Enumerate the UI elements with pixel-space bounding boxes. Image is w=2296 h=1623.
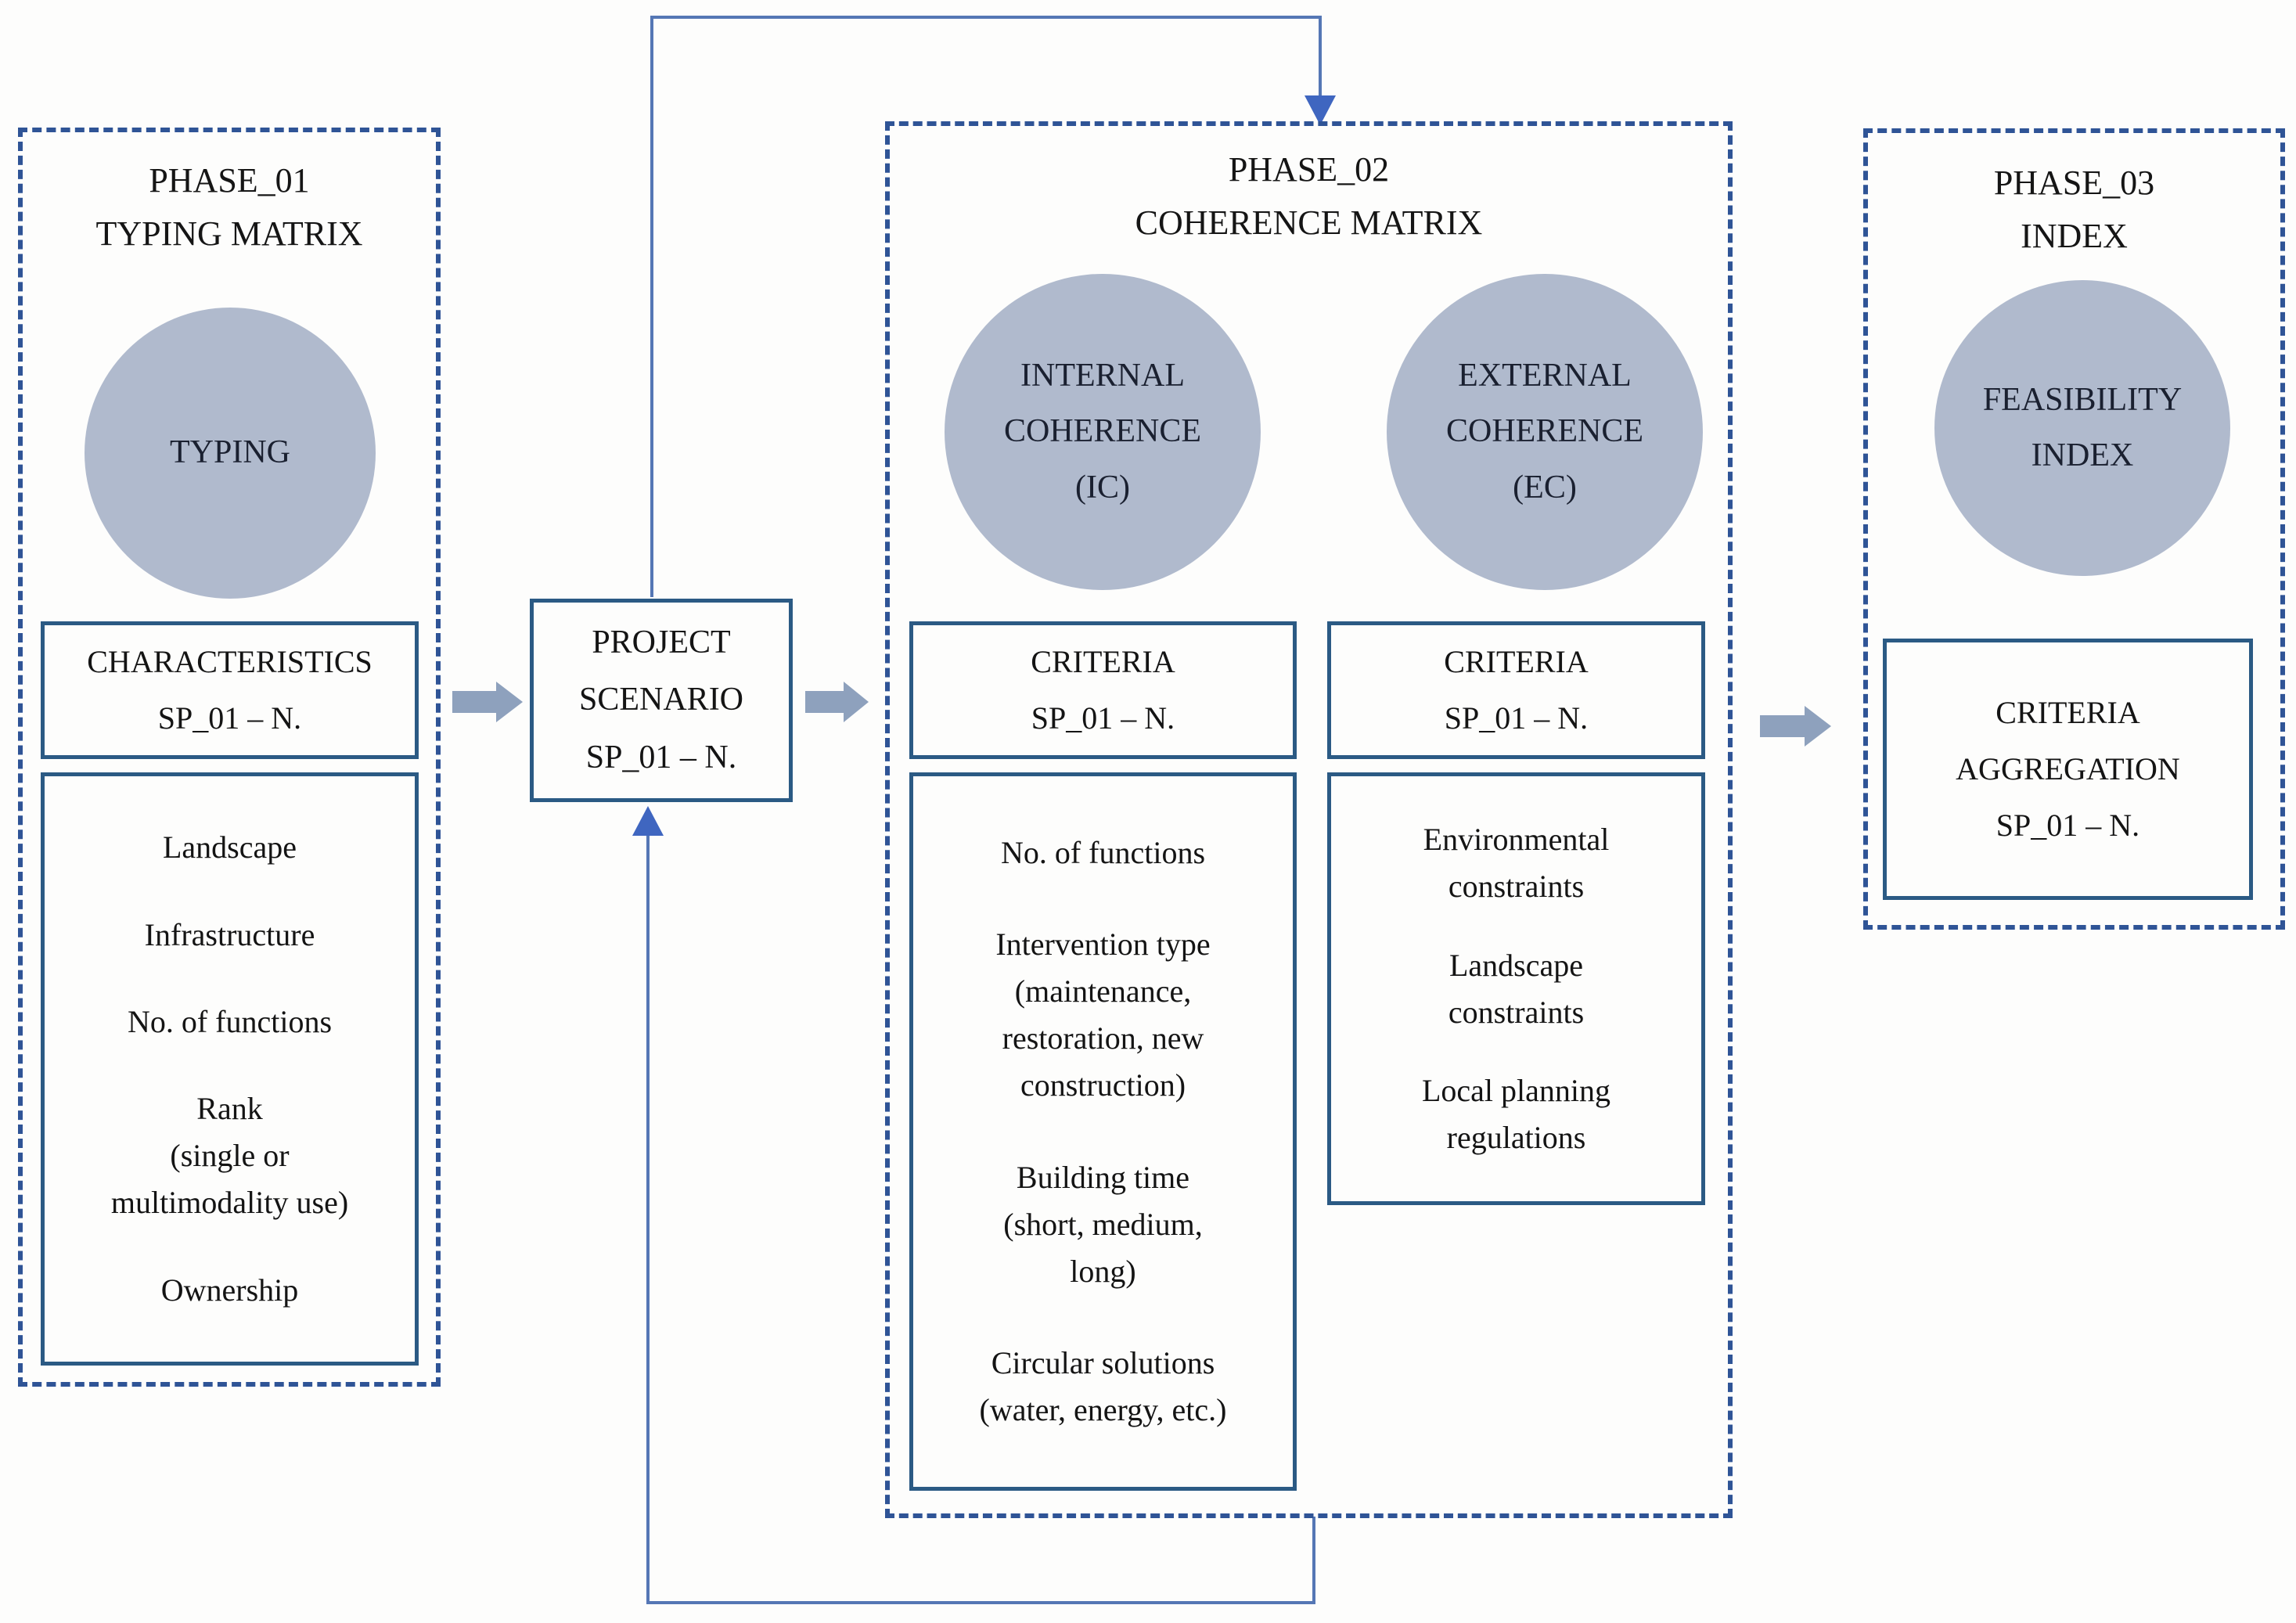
- criteria-aggregation-line2: AGGREGATION: [1956, 751, 2180, 786]
- list-item: Landscape constraints: [1448, 947, 1585, 1030]
- list-item: Ownership: [160, 1272, 299, 1308]
- phase2-title-line1: PHASE_02: [1228, 150, 1390, 189]
- list-item: Environmental constraints: [1423, 821, 1610, 904]
- phase3-panel: PHASE_03 INDEX: [1863, 128, 2285, 930]
- block-arrow-phase1-to-scenario-icon: [452, 682, 523, 722]
- phase3-title: PHASE_03 INDEX: [1868, 157, 2280, 263]
- typing-circle-label: TYPING: [170, 434, 290, 471]
- characteristics-line2: SP_01 – N.: [157, 700, 302, 736]
- phase1-panel: PHASE_01 TYPING MATRIX: [18, 128, 441, 1387]
- feasibility-index-label: FEASIBILITY INDEX: [1982, 381, 2183, 473]
- phase2-title-line2: COHERENCE MATRIX: [1135, 203, 1483, 243]
- characteristics-line1: CHARACTERISTICS: [87, 644, 372, 679]
- phase1-list-box: Landscape Infrastructure No. of function…: [41, 772, 419, 1366]
- ec-criteria-box: CRITERIA SP_01 – N.: [1327, 621, 1705, 759]
- ic-criteria-list-box: No. of functions Intervention type (main…: [909, 772, 1297, 1491]
- ic-criteria-line1: CRITERIA: [1031, 644, 1175, 679]
- ec-criteria-list-box: Environmental constraints Landscape cons…: [1327, 772, 1705, 1205]
- ic-criteria-line2: SP_01 – N.: [1031, 700, 1175, 736]
- phase3-title-line2: INDEX: [2021, 217, 2128, 256]
- phase2-title: PHASE_02 COHERENCE MATRIX: [890, 143, 1728, 250]
- criteria-aggregation-line3: SP_01 – N.: [1996, 808, 2140, 843]
- block-arrow-scenario-to-phase2-icon: [805, 682, 869, 722]
- list-item: No. of functions: [127, 1003, 333, 1039]
- internal-coherence-label: INTERNAL COHERENCE (IC): [1004, 357, 1201, 506]
- list-item: Rank (single or multimodality use): [110, 1091, 349, 1221]
- criteria-aggregation-line1: CRITERIA: [1996, 695, 2140, 730]
- ec-criteria-line1: CRITERIA: [1444, 644, 1589, 679]
- typing-circle: TYPING: [85, 308, 376, 599]
- list-item: Infrastructure: [144, 916, 315, 952]
- list-item: Intervention type (maintenance, restorat…: [995, 927, 1211, 1103]
- list-item: Building time (short, medium, long): [1003, 1159, 1203, 1289]
- project-scenario-box: PROJECT SCENARIO SP_01 – N.: [530, 599, 793, 802]
- phase1-title: PHASE_01 TYPING MATRIX: [23, 154, 436, 261]
- ic-criteria-box: CRITERIA SP_01 – N.: [909, 621, 1297, 759]
- characteristics-box: CHARACTERISTICS SP_01 – N.: [41, 621, 419, 759]
- ec-criteria-line2: SP_01 – N.: [1444, 700, 1589, 736]
- phase2-panel: PHASE_02 COHERENCE MATRIX: [885, 121, 1733, 1518]
- list-item: Circular solutions (water, energy, etc.): [979, 1345, 1227, 1428]
- criteria-aggregation-box: CRITERIA AGGREGATION SP_01 – N.: [1883, 639, 2253, 900]
- block-arrow-phase2-to-phase3-icon: [1760, 706, 1831, 747]
- phase3-title-line1: PHASE_03: [1993, 164, 2155, 202]
- feasibility-index-circle: FEASIBILITY INDEX: [1934, 280, 2230, 576]
- list-item: Landscape: [162, 829, 297, 865]
- external-coherence-circle: EXTERNAL COHERENCE (EC): [1387, 274, 1703, 590]
- project-scenario-line3: SP_01 – N.: [585, 739, 737, 776]
- list-item: Local planning regulations: [1421, 1073, 1611, 1156]
- phase1-title-line2: TYPING MATRIX: [95, 214, 363, 254]
- list-item: No. of functions: [1000, 834, 1206, 870]
- phase1-title-line1: PHASE_01: [149, 161, 310, 200]
- bottom-loop-arrowhead-icon: [632, 806, 664, 836]
- project-scenario-line2: SCENARIO: [578, 682, 744, 718]
- project-scenario-line1: PROJECT: [592, 624, 731, 660]
- external-coherence-label: EXTERNAL COHERENCE (EC): [1446, 357, 1643, 506]
- internal-coherence-circle: INTERNAL COHERENCE (IC): [945, 274, 1261, 590]
